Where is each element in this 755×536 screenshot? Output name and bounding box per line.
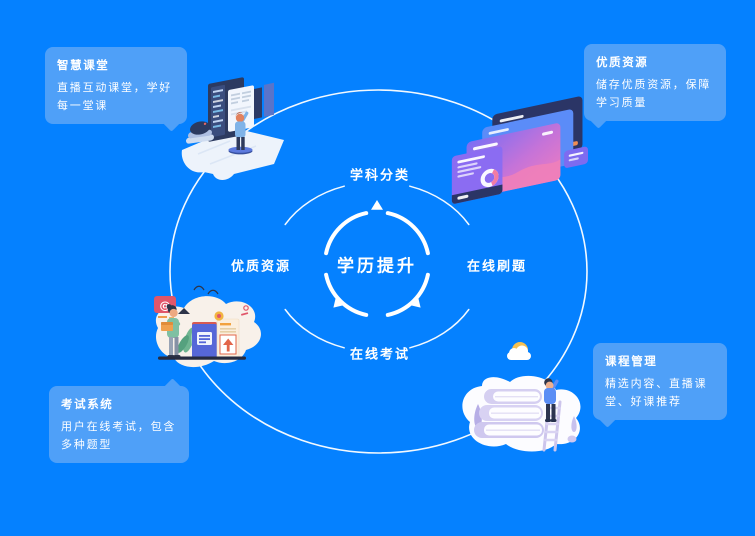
- red-ring: [243, 305, 249, 311]
- at-sign: @: [160, 299, 171, 312]
- upload-board: [216, 318, 240, 359]
- exam-system-illustration: @: [154, 285, 261, 368]
- card-title: 智慧课堂: [57, 58, 110, 72]
- card-title: 课程管理: [605, 354, 658, 368]
- stats-panel: [451, 146, 503, 204]
- tree-icon: [571, 416, 577, 432]
- card-course-management: 课程管理 精选内容、直播课 堂、好课推荐: [593, 343, 727, 428]
- card-title: 考试系统: [61, 397, 114, 411]
- outer-ring: [169, 89, 588, 454]
- ground-line: [158, 356, 246, 360]
- card-body-line: 堂、好课推荐: [605, 395, 682, 408]
- card-body: 直播互动课堂，学好 每一堂课: [57, 79, 176, 115]
- card-smart-classroom: 智慧课堂 直播互动课堂，学好 每一堂课: [45, 47, 187, 132]
- teacher-figure: [228, 111, 253, 155]
- ring-label-quality-resources: 优质资源: [230, 259, 292, 275]
- bush-icon: [567, 435, 577, 443]
- quality-resources-illustration: [451, 96, 589, 204]
- ring-label-online-practice: 在线刷题: [466, 259, 528, 275]
- card-body-line: 精选内容、直播课: [605, 377, 708, 390]
- card-body-line: 每一堂课: [57, 99, 109, 112]
- card-body: 储存优质资源，保障 学习质量: [596, 76, 715, 112]
- card-body-line: 多种题型: [61, 438, 113, 451]
- card-body-line: 直播互动课堂，学好: [57, 81, 173, 94]
- dark-triangle: [178, 308, 190, 314]
- card-title: 优质资源: [596, 55, 649, 69]
- card-body-line: 学习质量: [596, 96, 648, 109]
- card-body: 用户在线考试，包含 多种题型: [61, 418, 178, 454]
- blue-board: [192, 322, 217, 358]
- smart-classroom-illustration: [181, 77, 284, 180]
- projector-machine-icon: [186, 121, 214, 144]
- compass-triangle-icons: [333, 200, 421, 308]
- course-management-illustration: [462, 342, 581, 452]
- ring-label-online-exam: 在线考试: [349, 347, 411, 363]
- card-exam-system: 考试系统 用户在线考试，包含 多种题型: [49, 378, 189, 463]
- compass-triangle-top-icon: [371, 200, 383, 210]
- card-body-line: 用户在线考试，包含: [61, 420, 177, 433]
- ring-label-subject-category: 学科分类: [349, 168, 411, 184]
- book-stack: [474, 389, 544, 438]
- sun-cloud-icon: [507, 342, 531, 360]
- red-dash: [241, 312, 249, 316]
- compass-triangle-bottom-left-icon: [333, 296, 345, 308]
- platform-streak: [197, 140, 231, 155]
- middle-ring: [284, 185, 470, 349]
- card-body-line: 储存优质资源，保障: [596, 78, 712, 91]
- location-pin-icon: [214, 311, 224, 321]
- center-title: 学历提升: [337, 256, 417, 277]
- card-quality-resources: 优质资源 储存优质资源，保障 学习质量: [584, 44, 726, 129]
- climber-figure: [544, 378, 559, 422]
- compass-triangle-bottom-right-icon: [409, 296, 421, 308]
- card-body: 精选内容、直播课 堂、好课推荐: [605, 375, 716, 411]
- up-arrow-icon: [223, 338, 234, 345]
- chat-bubble-icon: [564, 146, 589, 168]
- bird-scribbles: [193, 285, 219, 295]
